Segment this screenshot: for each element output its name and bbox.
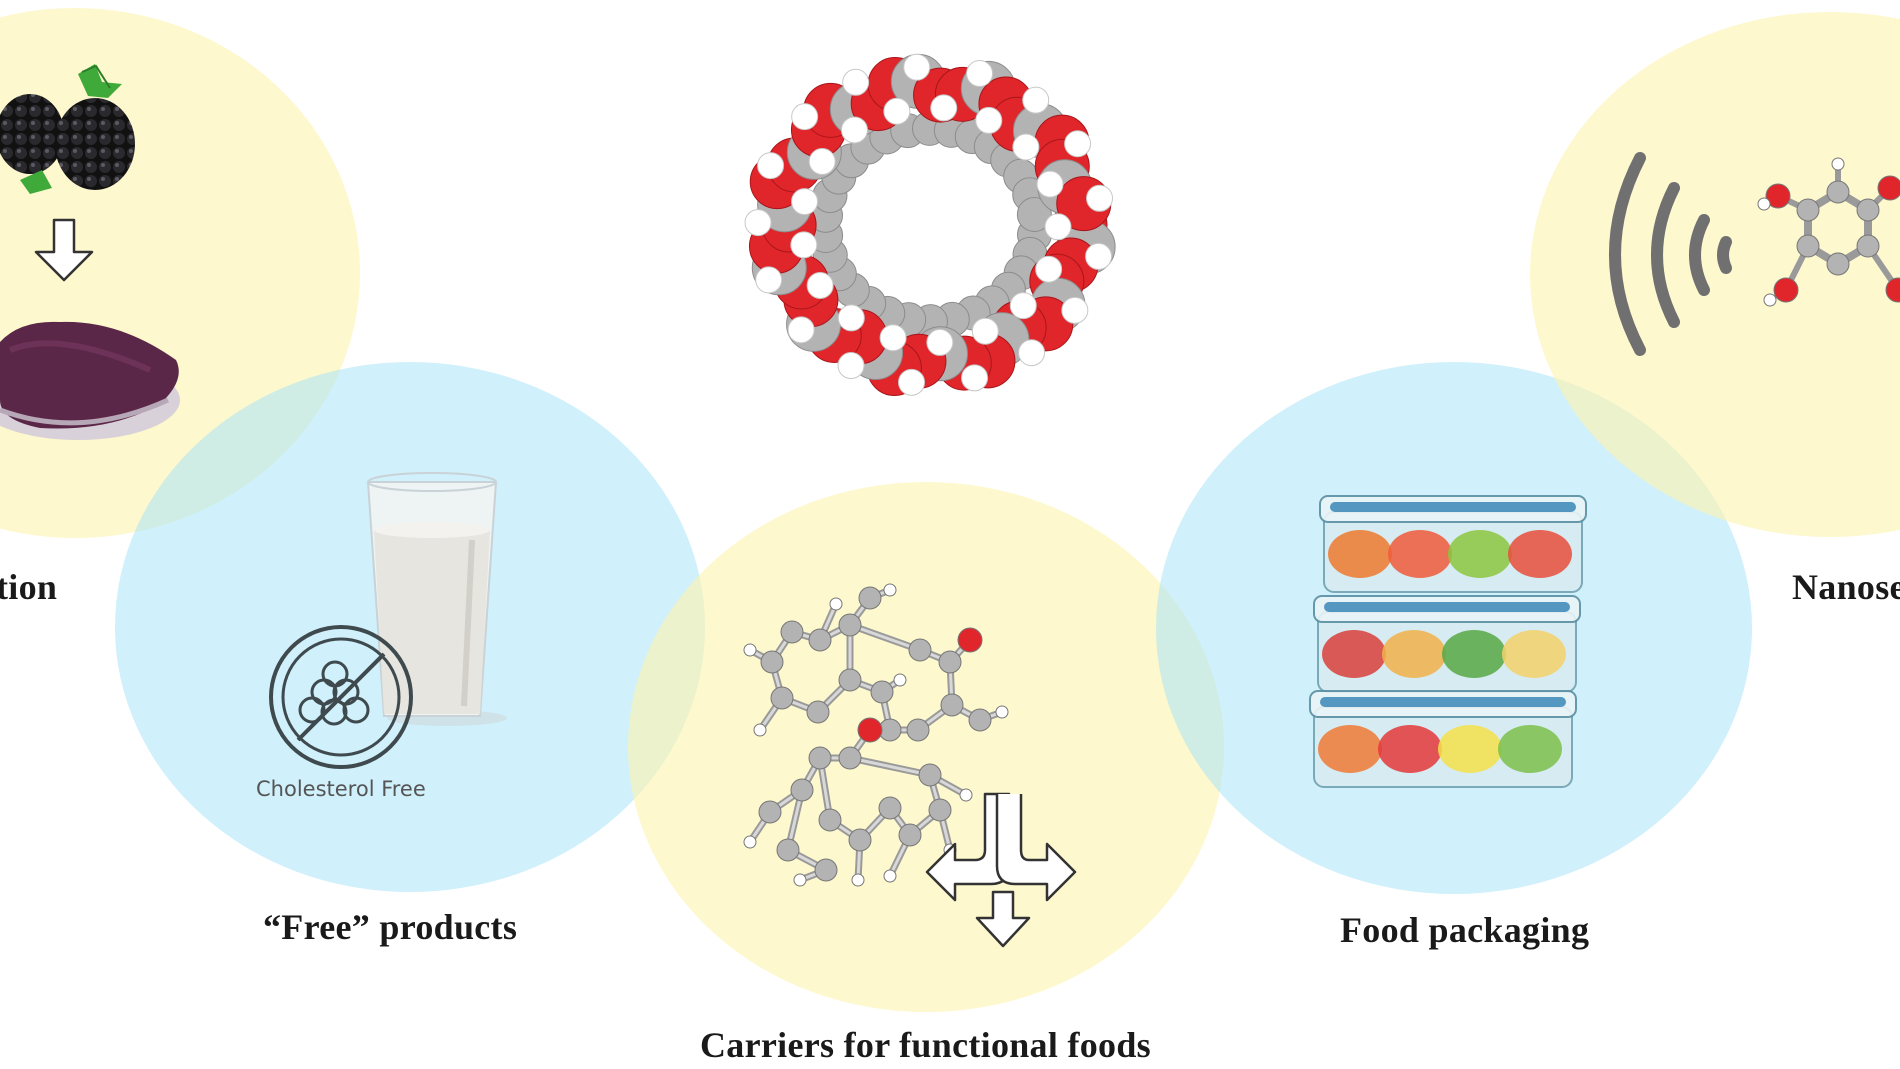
phenolic-molecule-icon bbox=[1757, 157, 1900, 307]
blackberries-icon bbox=[0, 64, 135, 194]
three-way-arrow-icon bbox=[925, 792, 1077, 948]
purple-powder-dish-icon bbox=[0, 321, 180, 440]
cholesterol-free-badge-icon bbox=[269, 625, 413, 769]
cyclodextrin-molecule-icon bbox=[744, 53, 1116, 397]
down-arrow-icon bbox=[34, 218, 94, 282]
food-packaging-label: Food packaging bbox=[1340, 910, 1590, 950]
carriers-label: Carriers for functional foods bbox=[700, 1025, 1151, 1065]
encapsulation-label: tion bbox=[0, 567, 58, 607]
cholesterol-free-text: Cholesterol Free bbox=[256, 777, 426, 801]
nanosensors-label: Nanose bbox=[1792, 567, 1900, 607]
signal-waves-icon bbox=[1609, 152, 1732, 356]
food-containers-icon bbox=[1309, 495, 1587, 788]
free-products-label: “Free” products bbox=[263, 907, 518, 947]
ball-and-stick-molecule-icon bbox=[743, 583, 1009, 887]
carriers-circle bbox=[628, 482, 1224, 1012]
